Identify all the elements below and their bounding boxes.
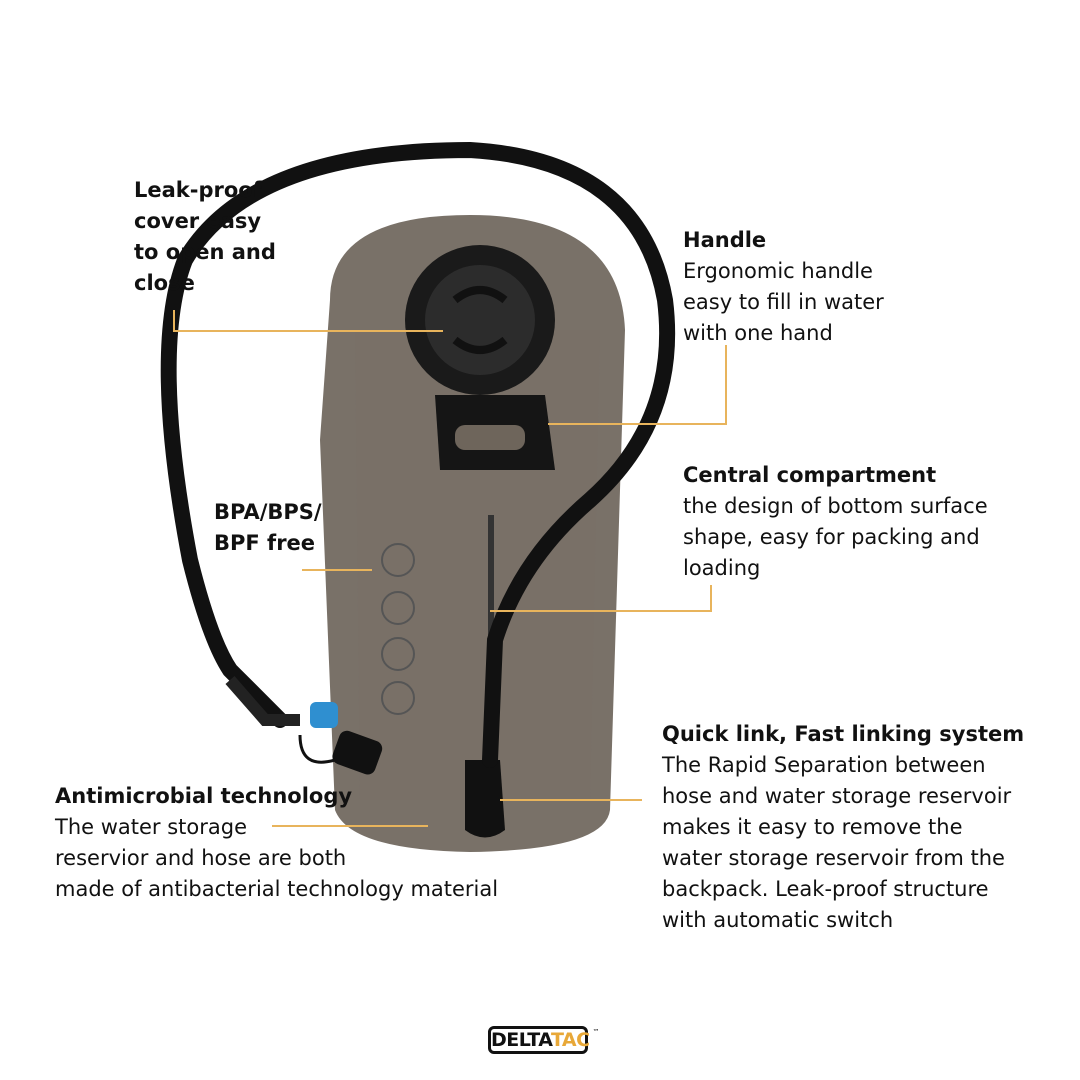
callout-line — [173, 310, 175, 332]
feature-antimicrobial: Antimicrobial technology The water stora… — [55, 784, 499, 901]
feature-central-compartment: Central compartment the design of bottom… — [683, 463, 988, 580]
callout-line — [725, 345, 727, 425]
bite-valve — [310, 702, 338, 728]
quick-link-connector — [465, 760, 505, 838]
callout-line — [490, 610, 712, 612]
bpa-free-icons — [381, 543, 415, 715]
callout-line — [302, 569, 372, 571]
callout-line — [710, 585, 712, 612]
reservoir-bladder — [320, 215, 625, 852]
callout-line — [500, 799, 642, 801]
feature-quick-link: Quick link, Fast linking system The Rapi… — [662, 722, 1025, 932]
drinking-hose — [160, 141, 676, 768]
feature-bpa-free: BPA/BPS/ BPF free — [214, 500, 322, 555]
callout-line — [272, 825, 428, 827]
callout-line — [548, 423, 727, 425]
feature-handle: Handle Ergonomic handle easy to fill in … — [683, 228, 884, 345]
feature-leak-proof-cover: Leak-proof cover easy to open and close — [134, 178, 276, 295]
callout-line — [173, 330, 443, 332]
